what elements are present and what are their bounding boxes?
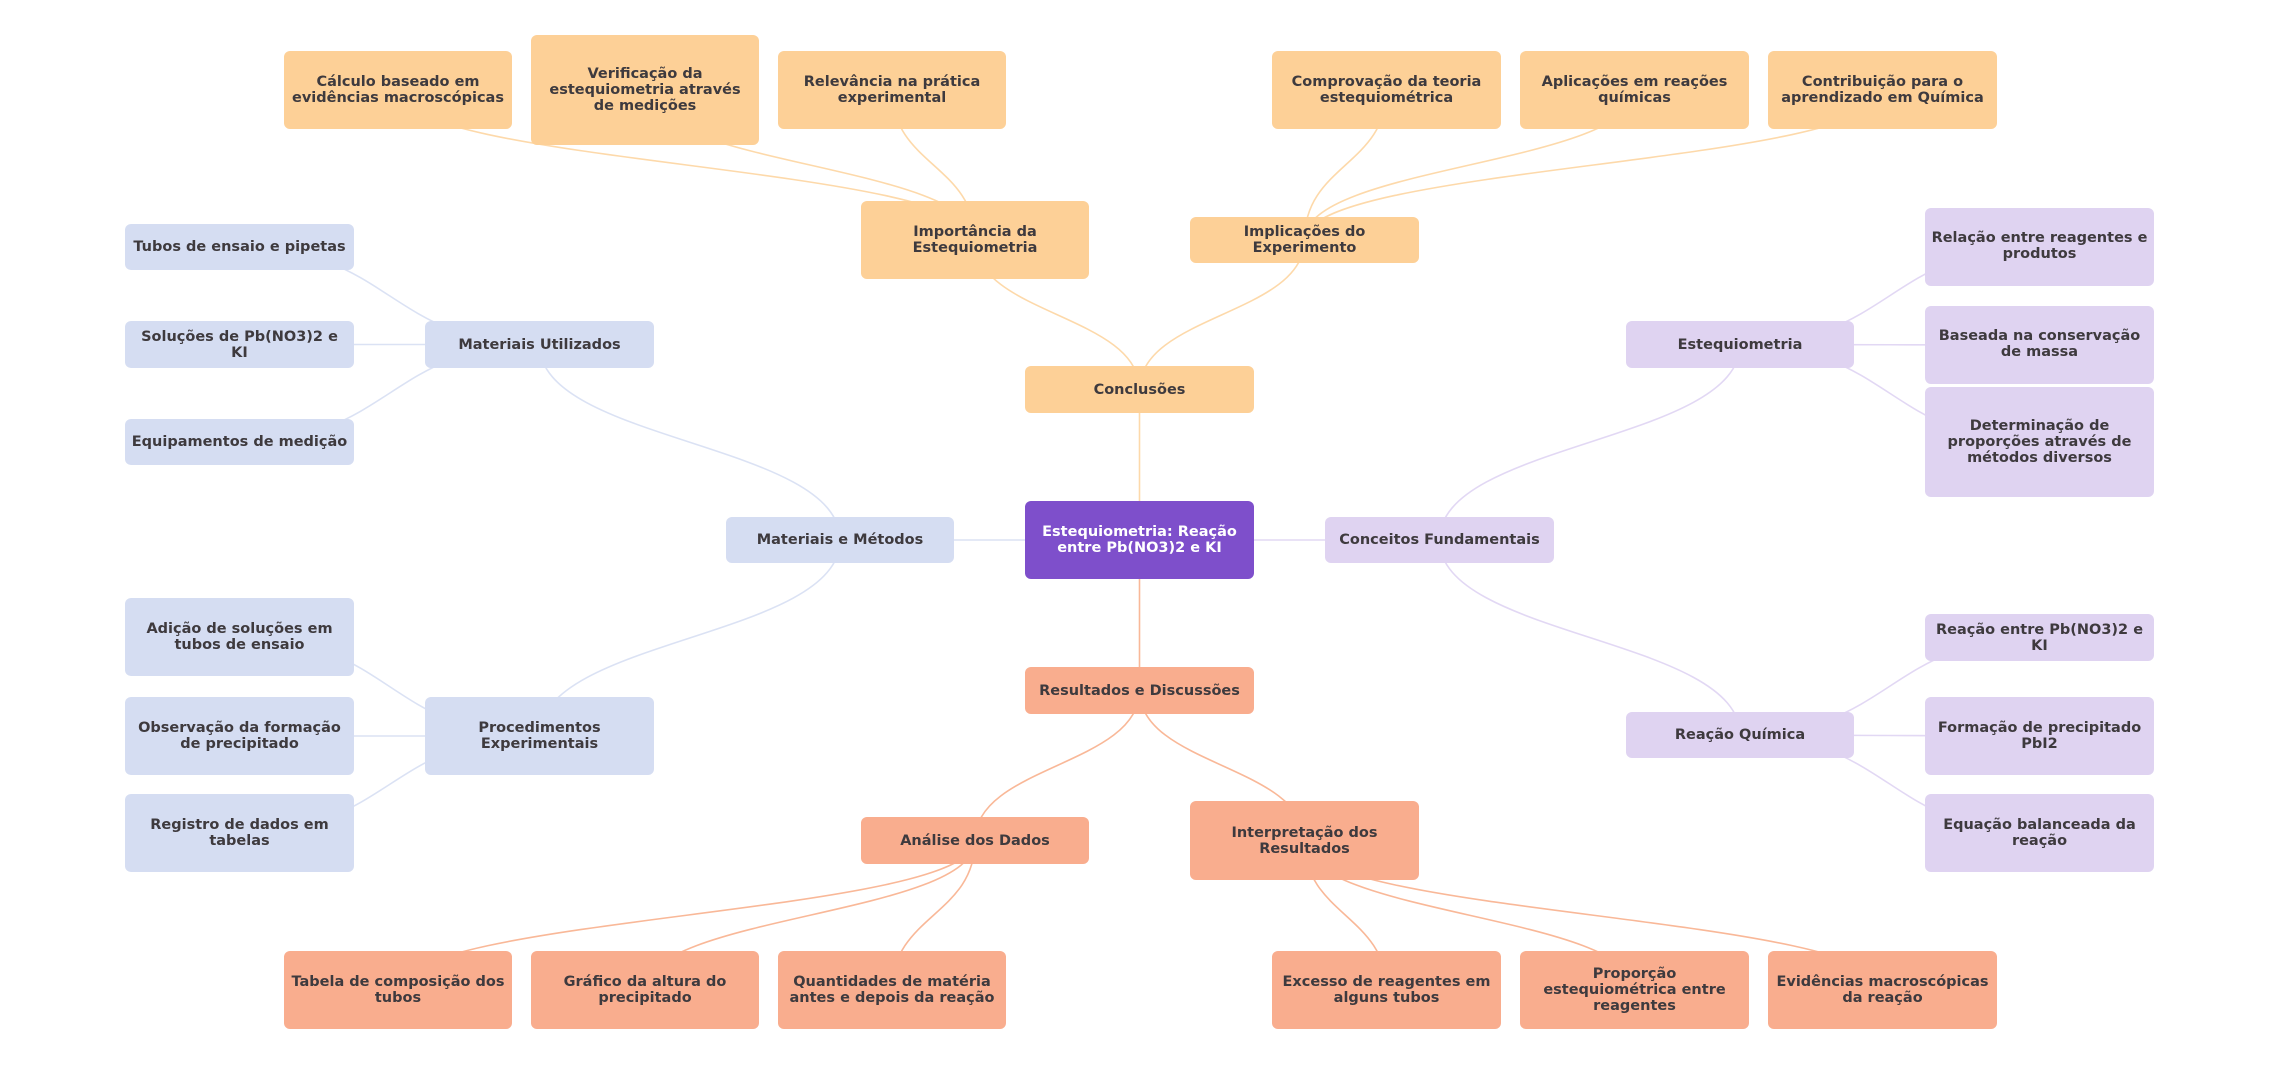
branch-materiais-metodos[interactable]: Materiais e Métodos bbox=[726, 517, 954, 563]
leaf-label: Baseada na conservação de massa bbox=[1938, 328, 2141, 360]
leaf-proporcao[interactable]: Proporção estequiométrica entre reagente… bbox=[1520, 951, 1749, 1029]
branch-materiais-metodos-label: Materiais e Métodos bbox=[756, 532, 924, 548]
branch-conceitos-fundamentais[interactable]: Conceitos Fundamentais bbox=[1325, 517, 1554, 563]
leaf-label: Proporção estequiométrica entre reagente… bbox=[1543, 966, 1726, 1014]
leaf-quantidades[interactable]: Quantidades de matéria antes e depois da… bbox=[778, 951, 1006, 1029]
topic-interpretacao[interactable]: Interpretação dos Resultados bbox=[1190, 801, 1419, 880]
leaf-label: Formação de precipitado PbI2 bbox=[1937, 720, 2142, 752]
leaf-label: Cálculo baseado em evidências macroscópi… bbox=[292, 74, 504, 106]
leaf-label: Equipamentos de medição bbox=[131, 434, 348, 450]
leaf-reacao-pb-ki[interactable]: Reação entre Pb(NO3)2 e KI bbox=[1925, 614, 2154, 661]
branch-conceitos-label: Conceitos Fundamentais bbox=[1339, 532, 1540, 548]
topic-materiais-label: Materiais Utilizados bbox=[458, 336, 621, 353]
topic-implicacoes[interactable]: Implicações do Experimento bbox=[1190, 217, 1419, 263]
topic-procedimentos-label: Procedimentos Experimentais bbox=[478, 720, 601, 752]
leaf-determinacao[interactable]: Determinação de proporções através de mé… bbox=[1925, 387, 2154, 497]
leaf-label: Aplicações em reações químicas bbox=[1541, 74, 1728, 106]
leaf-label: Evidências macroscópicas da reação bbox=[1776, 974, 1989, 1006]
branch-conclusoes[interactable]: Conclusões bbox=[1025, 366, 1254, 413]
leaf-formacao-pbi2[interactable]: Formação de precipitado PbI2 bbox=[1925, 697, 2154, 775]
topic-reacao-label: Reação Química bbox=[1674, 727, 1806, 743]
leaf-label: Verificação da estequiometria através de… bbox=[549, 66, 741, 114]
leaf-label: Tubos de ensaio e pipetas bbox=[133, 239, 346, 255]
topic-analise-label: Análise dos Dados bbox=[900, 832, 1050, 849]
leaf-label: Quantidades de matéria antes e depois da… bbox=[789, 974, 995, 1006]
leaf-label: Comprovação da teoria estequiométrica bbox=[1291, 74, 1482, 106]
topic-estequiometria-label: Estequiometria bbox=[1677, 336, 1803, 353]
leaf-comprovacao[interactable]: Comprovação da teoria estequiométrica bbox=[1272, 51, 1501, 129]
leaf-tubos[interactable]: Tubos de ensaio e pipetas bbox=[125, 224, 354, 270]
connector-conc-to-est bbox=[1438, 344, 1741, 541]
leaf-label: Gráfico da altura do precipitado bbox=[563, 974, 727, 1006]
leaf-label: Registro de dados em tabelas bbox=[150, 817, 329, 849]
root-node[interactable]: Estequiometria: Reação entre Pb(NO3)2 e … bbox=[1025, 501, 1254, 579]
leaf-tabela[interactable]: Tabela de composição dos tubos bbox=[284, 951, 512, 1029]
connector-concl-to-impl bbox=[1138, 239, 1306, 390]
topic-reacao-quimica[interactable]: Reação Química bbox=[1626, 712, 1854, 758]
leaf-relacao[interactable]: Relação entre reagentes e produtos bbox=[1925, 208, 2154, 286]
topic-procedimentos[interactable]: Procedimentos Experimentais bbox=[425, 697, 654, 775]
branch-resultados-discussoes[interactable]: Resultados e Discussões bbox=[1025, 667, 1254, 714]
root-node-label: Estequiometria: Reação entre Pb(NO3)2 e … bbox=[1042, 524, 1237, 556]
leaf-label: Soluções de Pb(NO3)2 e KI bbox=[141, 328, 338, 361]
leaf-verificacao[interactable]: Verificação da estequiometria através de… bbox=[531, 35, 759, 145]
leaf-label: Equação balanceada da reação bbox=[1943, 817, 2136, 849]
leaf-conservacao-massa[interactable]: Baseada na conservação de massa bbox=[1925, 306, 2154, 384]
leaf-excesso[interactable]: Excesso de reagentes em alguns tubos bbox=[1272, 951, 1501, 1029]
topic-analise-dados[interactable]: Análise dos Dados bbox=[861, 817, 1089, 864]
leaf-observacao[interactable]: Observação da formação de precipitado bbox=[125, 697, 354, 775]
leaf-relevancia[interactable]: Relevância na prática experimental bbox=[778, 51, 1006, 129]
leaf-label: Reação entre Pb(NO3)2 e KI bbox=[1935, 621, 2144, 654]
leaf-label: Relevância na prática experimental bbox=[803, 74, 981, 106]
leaf-adicao[interactable]: Adição de soluções em tubos de ensaio bbox=[125, 598, 354, 676]
topic-importancia-label: Importância da Estequiometria bbox=[912, 224, 1038, 256]
leaf-label: Excesso de reagentes em alguns tubos bbox=[1282, 974, 1491, 1006]
leaf-label: Observação da formação de precipitado bbox=[138, 720, 341, 752]
topic-materiais-utilizados[interactable]: Materiais Utilizados bbox=[425, 321, 654, 368]
leaf-calculo[interactable]: Cálculo baseado em evidências macroscópi… bbox=[284, 51, 512, 129]
leaf-contribuicao[interactable]: Contribuição para o aprendizado em Quími… bbox=[1768, 51, 1997, 129]
leaf-aplicacoes[interactable]: Aplicações em reações químicas bbox=[1520, 51, 1749, 129]
topic-estequiometria[interactable]: Estequiometria bbox=[1626, 321, 1854, 368]
leaf-registro[interactable]: Registro de dados em tabelas bbox=[125, 794, 354, 872]
leaf-label: Determinação de proporções através de mé… bbox=[1947, 418, 2132, 466]
leaf-label: Adição de soluções em tubos de ensaio bbox=[146, 621, 333, 653]
connector-res-to-an bbox=[974, 690, 1141, 841]
branch-resultados-label: Resultados e Discussões bbox=[1039, 682, 1240, 699]
topic-importancia[interactable]: Importância da Estequiometria bbox=[861, 201, 1089, 279]
leaf-label: Contribuição para o aprendizado em Quími… bbox=[1781, 74, 1984, 106]
leaf-equacao-balanceada[interactable]: Equação balanceada da reação bbox=[1925, 794, 2154, 872]
leaf-label: Relação entre reagentes e produtos bbox=[1931, 230, 2148, 262]
leaf-grafico[interactable]: Gráfico da altura do precipitado bbox=[531, 951, 759, 1029]
topic-implicacoes-label: Implicações do Experimento bbox=[1243, 224, 1366, 256]
leaf-label: Tabela de composição dos tubos bbox=[291, 974, 505, 1006]
leaf-evidencias[interactable]: Evidências macroscópicas da reação bbox=[1768, 951, 1997, 1029]
leaf-equipamentos[interactable]: Equipamentos de medição bbox=[125, 419, 354, 465]
connector-conc-to-rq bbox=[1438, 539, 1741, 736]
branch-conclusoes-label: Conclusões bbox=[1093, 381, 1186, 398]
leaf-solucoes[interactable]: Soluções de Pb(NO3)2 e KI bbox=[125, 321, 354, 368]
connector-mm-to-mat bbox=[538, 344, 841, 541]
topic-interpretacao-label: Interpretação dos Resultados bbox=[1231, 824, 1378, 857]
